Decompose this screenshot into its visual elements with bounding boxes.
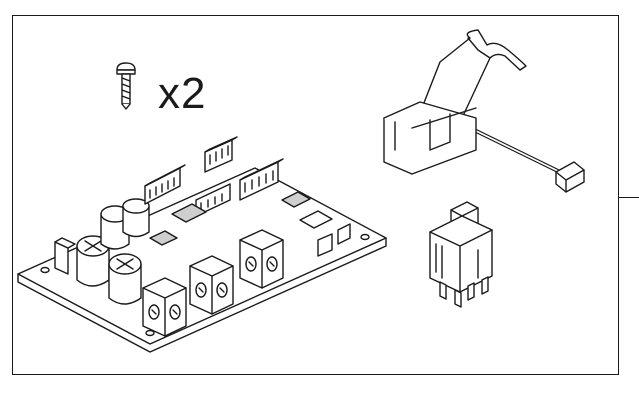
screw-icon xyxy=(117,63,135,109)
screw-quantity-label: x2 xyxy=(158,69,207,118)
sensor-clip-with-cable-icon xyxy=(384,30,584,192)
circuit-board-icon xyxy=(18,137,386,352)
parts-kit-frame xyxy=(12,15,619,375)
callout-leader-line xyxy=(619,197,639,198)
push-button-switch-icon xyxy=(430,202,492,307)
